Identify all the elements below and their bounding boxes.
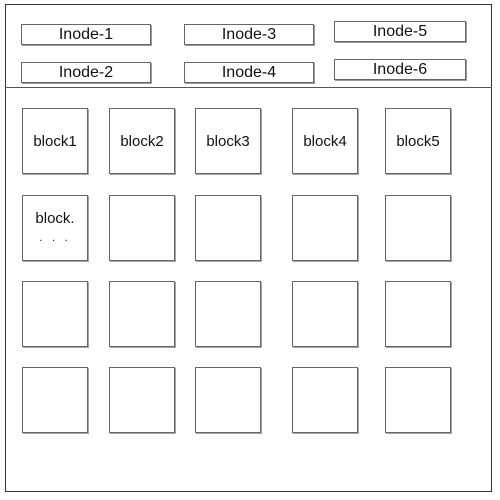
inode-3-label: Inode-3 (221, 25, 277, 43)
block-1-label: block1 (33, 133, 77, 150)
block-2-label: block2 (120, 133, 164, 150)
block-2: block2 (109, 108, 175, 174)
inode-1-label: Inode-1 (58, 25, 114, 43)
block-5-label: block5 (396, 133, 440, 150)
inode-4-box: Inode-4 (184, 62, 314, 83)
block-7 (109, 195, 175, 261)
block-15 (385, 281, 451, 347)
block-19 (292, 367, 358, 433)
inode-6-box: Inode-6 (334, 59, 466, 80)
inode-2-label: Inode-2 (58, 63, 114, 81)
inode-2-box: Inode-2 (21, 62, 151, 83)
inode-3-box: Inode-3 (184, 24, 314, 45)
diagram-frame (5, 4, 492, 492)
block-11 (22, 281, 88, 347)
block-9 (292, 195, 358, 261)
block-16 (22, 367, 88, 433)
block-14 (292, 281, 358, 347)
block-4-label: block4 (303, 133, 347, 150)
block-10 (385, 195, 451, 261)
inode-5-label: Inode-5 (372, 22, 428, 40)
block-6: block. . . . (22, 195, 88, 261)
inode-block-divider (5, 87, 492, 88)
block-18 (195, 367, 261, 433)
block-6-label: block. (35, 210, 75, 227)
block-6-ellipsis: . . . (39, 230, 71, 244)
block-20 (385, 367, 451, 433)
block-3: block3 (195, 108, 261, 174)
block-5: block5 (385, 108, 451, 174)
block-12 (109, 281, 175, 347)
block-3-label: block3 (206, 133, 250, 150)
inode-1-box: Inode-1 (21, 24, 151, 45)
inode-6-label: Inode-6 (372, 60, 428, 78)
block-1: block1 (22, 108, 88, 174)
inode-4-label: Inode-4 (221, 63, 277, 81)
inode-5-box: Inode-5 (334, 21, 466, 42)
block-4: block4 (292, 108, 358, 174)
block-8 (195, 195, 261, 261)
block-13 (195, 281, 261, 347)
block-17 (109, 367, 175, 433)
